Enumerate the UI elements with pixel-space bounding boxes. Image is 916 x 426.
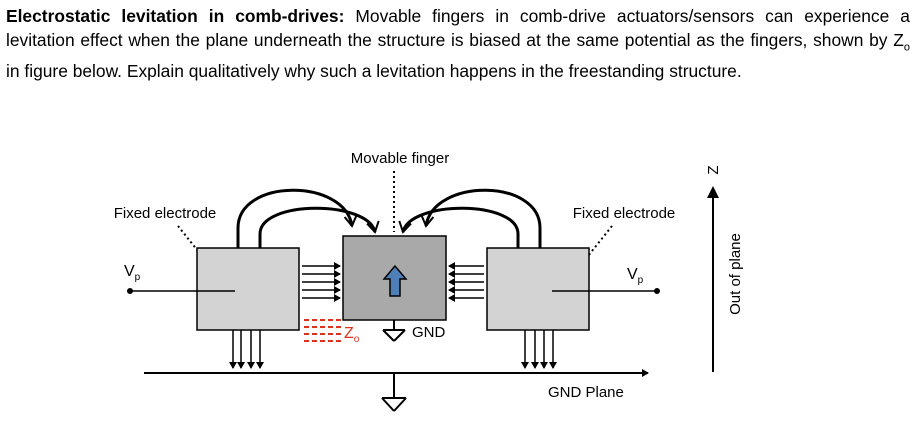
question-body-end: in figure below. Explain qualitatively w…	[6, 61, 742, 82]
fixed-electrode-left-pointer	[177, 225, 203, 257]
movable-finger-label: Movable finger	[351, 150, 449, 167]
field-arcs	[236, 188, 542, 248]
gnd-label: GND	[412, 324, 446, 341]
gnd-plane-label: GND Plane	[548, 384, 624, 401]
vp-left-label: Vp	[124, 263, 141, 283]
question-title: Electrostatic levitation in comb-drives:	[6, 6, 345, 26]
z-axis-label: Z	[705, 165, 722, 174]
vp-left-terminal	[127, 288, 133, 294]
fixed-electrode-left-label: Fixed electrode	[114, 205, 217, 222]
fixed-electrode-left	[196, 247, 300, 331]
question-body-start: Movable fingers in comb-drive actuators/…	[6, 6, 910, 50]
vp-right-label: Vp	[627, 266, 644, 286]
finger-ground-icon	[382, 320, 406, 342]
fixed-electrode-right	[486, 247, 590, 331]
field-arc-right-outer	[420, 188, 542, 248]
bottom-field-left	[229, 330, 264, 369]
field-arc-right-inner	[398, 206, 520, 248]
question-text: Electrostatic levitation in comb-drives:…	[6, 4, 910, 83]
bottom-field-right	[521, 330, 557, 369]
comb-field-right	[448, 262, 484, 302]
fixed-electrode-right-pointer	[587, 225, 613, 257]
z0-label: Zo	[344, 325, 360, 345]
vp-right-terminal	[654, 288, 660, 294]
field-arc-left-inner	[258, 206, 380, 248]
field-arc-left-outer	[236, 188, 358, 248]
out-of-plane-label: Out of plane	[727, 233, 744, 315]
z0-marker	[304, 319, 343, 335]
fixed-electrode-right-label: Fixed electrode	[573, 205, 676, 222]
levitation-arrow-icon	[382, 264, 408, 297]
out-of-plane-arrowhead	[707, 186, 719, 198]
comb-field-left	[302, 262, 341, 302]
plane-ground-icon	[381, 373, 407, 412]
question-subscript: o	[903, 41, 910, 54]
